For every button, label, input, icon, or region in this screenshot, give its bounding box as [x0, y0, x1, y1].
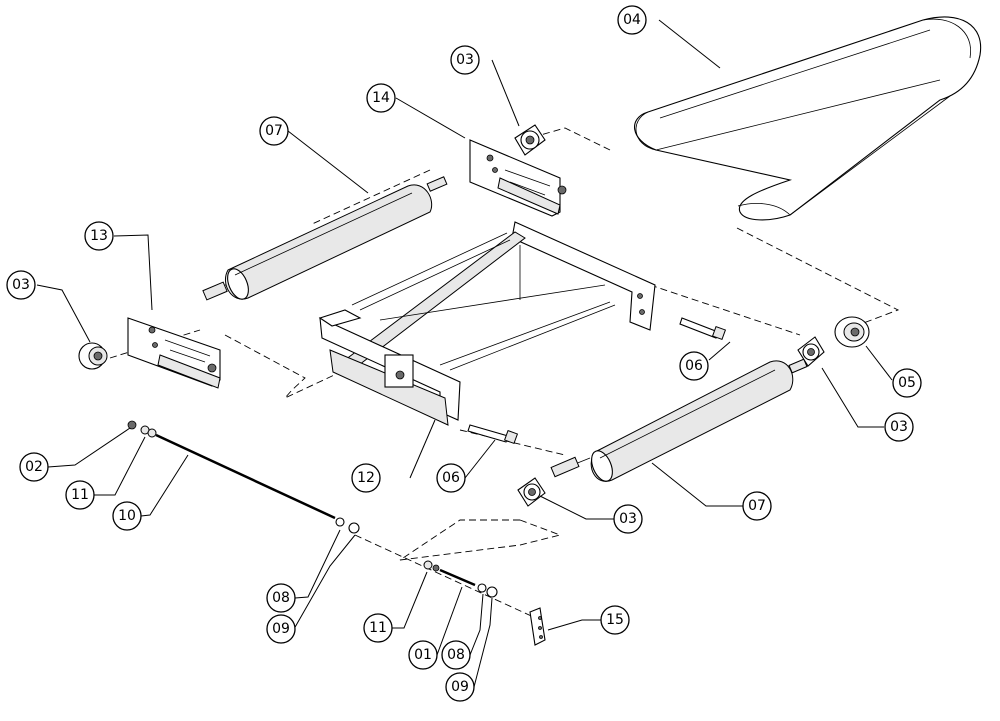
callout-06-right: 06: [679, 351, 709, 381]
svg-text:11: 11: [71, 487, 89, 503]
svg-text:05: 05: [898, 375, 916, 391]
end-cap: [834, 316, 870, 348]
callout-13: 13: [84, 221, 114, 251]
callout-09-left: 09: [266, 614, 296, 644]
callout-03-right: 03: [884, 412, 914, 442]
callout-06-lower: 06: [436, 463, 466, 493]
svg-text:09: 09: [272, 621, 290, 637]
svg-text:08: 08: [447, 647, 465, 663]
svg-text:11: 11: [369, 620, 387, 636]
svg-text:12: 12: [357, 470, 375, 486]
svg-text:08: 08: [272, 590, 290, 606]
tension-rod-assembly: [127, 420, 360, 534]
bearing-c: [797, 336, 825, 367]
svg-text:06: 06: [685, 358, 703, 374]
svg-text:13: 13: [90, 228, 108, 244]
callout-04: 04: [617, 5, 647, 35]
svg-text:03: 03: [890, 419, 908, 435]
lower-roller: [550, 358, 808, 482]
callout-08-right: 08: [441, 640, 471, 670]
bearing-d: [517, 477, 546, 507]
svg-text:03: 03: [12, 277, 30, 293]
svg-text:01: 01: [414, 647, 432, 663]
callout-14: 14: [366, 83, 396, 113]
bearing-b: [78, 342, 108, 370]
callout-05: 05: [892, 368, 922, 398]
svg-text:02: 02: [25, 459, 43, 475]
callout-08-left: 08: [266, 583, 296, 613]
svg-text:07: 07: [748, 498, 766, 514]
callout-09-right: 09: [445, 672, 475, 702]
svg-text:09: 09: [451, 679, 469, 695]
callout-07-lower: 07: [742, 491, 772, 521]
svg-text:10: 10: [118, 508, 136, 524]
callout-07-upper: 07: [259, 116, 289, 146]
bolts: [467, 317, 727, 445]
callout-10: 10: [112, 501, 142, 531]
callout-11-right: 11: [363, 613, 393, 643]
svg-text:07: 07: [265, 123, 283, 139]
callout-leaders: [36, 19, 893, 688]
callout-03-lower: 03: [613, 504, 643, 534]
callout-12: 12: [351, 463, 381, 493]
right-bracket: [469, 139, 567, 217]
callout-03-left: 03: [6, 270, 36, 300]
callout-02: 02: [19, 452, 49, 482]
bearing-flanges: [78, 124, 825, 507]
svg-text:15: 15: [606, 612, 624, 628]
adjuster-assembly: [423, 560, 546, 646]
callout-bubbles: 04 03 14 07 13 03 06 05 03 12 06 07 03 0…: [6, 5, 922, 702]
svg-text:14: 14: [372, 90, 390, 106]
left-bracket: [127, 317, 221, 389]
callout-03-top: 03: [450, 45, 480, 75]
callout-01: 01: [408, 640, 438, 670]
conveyor-belt: [634, 16, 982, 221]
callout-15: 15: [600, 605, 630, 635]
bearing-a: [514, 124, 546, 156]
conveyor-frame: [318, 221, 656, 426]
callout-11-left: 11: [65, 480, 95, 510]
svg-text:03: 03: [619, 511, 637, 527]
svg-text:06: 06: [442, 470, 460, 486]
upper-roller: [202, 176, 448, 301]
svg-text:04: 04: [623, 12, 641, 28]
svg-text:03: 03: [456, 52, 474, 68]
